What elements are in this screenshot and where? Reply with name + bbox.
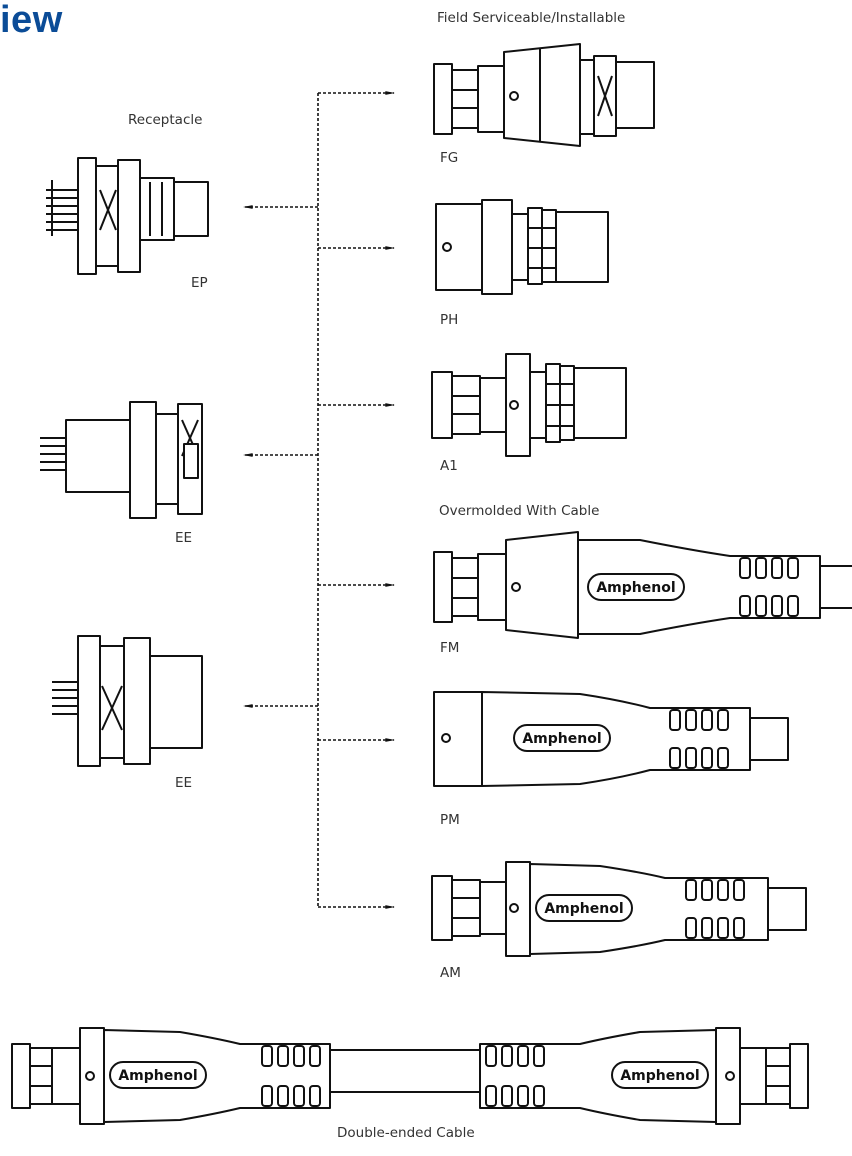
receptacle-ee1-drawing — [40, 402, 202, 518]
plug-pm-drawing: Amphenol — [434, 692, 788, 786]
receptacle-ee2-drawing — [52, 636, 202, 766]
brand-logo-pm: Amphenol — [522, 731, 601, 747]
plug-a1-drawing — [432, 354, 626, 456]
receptacle-ep-drawing — [46, 158, 208, 274]
brand-logo-fm: Amphenol — [596, 580, 675, 596]
brand-logo-am: Amphenol — [544, 901, 623, 917]
plug-fm-drawing: Amphenol — [434, 532, 852, 638]
plug-am-drawing: Amphenol — [432, 862, 806, 956]
plug-ph-drawing — [436, 200, 608, 294]
connection-tree — [244, 93, 394, 907]
brand-logo-right: Amphenol — [620, 1068, 699, 1084]
plug-fg-drawing — [434, 44, 654, 146]
double-ended-cable-drawing: Amphenol Amphenol — [12, 1028, 808, 1124]
brand-logo-left: Amphenol — [118, 1068, 197, 1084]
